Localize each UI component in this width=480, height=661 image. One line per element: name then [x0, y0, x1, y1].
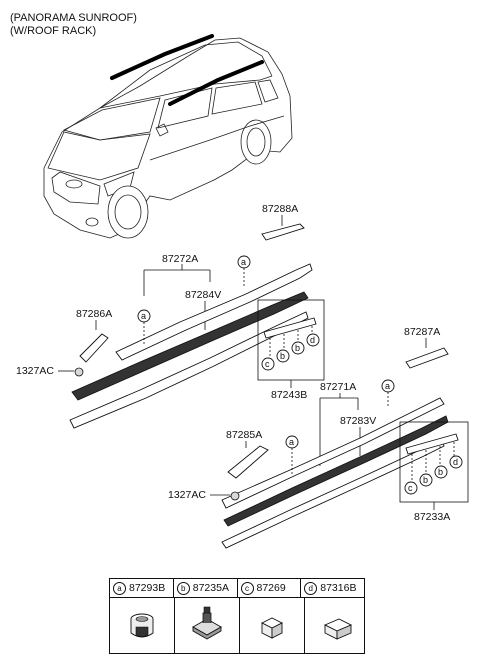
legend-cell-b: b 87235A — [174, 579, 238, 597]
svg-text:b: b — [438, 467, 443, 477]
svg-text:a: a — [289, 437, 294, 447]
clip-icon — [192, 606, 222, 640]
svg-text:a: a — [141, 311, 146, 321]
label-87286A: 87286A — [76, 308, 112, 320]
callout-c-lower — [404, 481, 418, 495]
part-87288A-cover — [261, 223, 305, 241]
label-87287A: 87287A — [404, 326, 440, 338]
legend-letter-b: b — [176, 581, 190, 595]
legend-part-d: 87316B — [320, 582, 357, 594]
callout-b-lower — [419, 473, 433, 487]
roof-rail-upper-87272A — [115, 263, 313, 361]
svg-text:a: a — [385, 381, 390, 391]
pad-block-icon — [323, 618, 353, 640]
label-87288A: 87288A — [262, 203, 298, 215]
grommet-icon — [130, 613, 154, 638]
roof-rail-left-highlight — [110, 34, 214, 80]
svg-text:a: a — [241, 257, 246, 267]
svg-text:d: d — [310, 335, 315, 345]
pad-cube-icon — [260, 617, 284, 639]
svg-text:b: b — [423, 475, 428, 485]
parts-legend-table: a 87293B b 87235A c 87269 d 87316B — [109, 578, 365, 654]
clip-1327AC-bottom — [230, 491, 240, 501]
svg-text:d: d — [453, 457, 458, 467]
label-87284V: 87284V — [185, 289, 221, 301]
legend-icon-row — [110, 597, 364, 654]
legend-part-b: 87235A — [192, 582, 229, 594]
svg-text:b: b — [295, 343, 300, 353]
label-1327AC-bottom: 1327AC — [168, 489, 206, 501]
legend-part-c: 87269 — [256, 582, 286, 594]
legend-letter-a: a — [113, 581, 126, 595]
callout-b2-upper — [291, 341, 305, 355]
part-87286A-cover — [79, 333, 109, 363]
legend-letter-c: c — [240, 581, 254, 595]
legend-letter-d: d — [304, 581, 318, 595]
legend-header-row: a 87293B b 87235A c 87269 d 87316B — [110, 579, 364, 598]
part-87287A-cover — [405, 347, 449, 369]
header-roof-rack: (W/ROOF RACK) — [10, 25, 97, 37]
roof-rail-right-highlight — [168, 60, 264, 106]
legend-icon-cell-a — [110, 597, 175, 654]
roof-rail-lower-87271A — [221, 397, 445, 509]
header-panorama-sunroof: (PANORAMA SUNROOF) — [10, 12, 137, 24]
label-87283V: 87283V — [340, 415, 376, 427]
legend-icon-cell-c — [240, 597, 305, 654]
callout-b-upper — [276, 349, 290, 363]
label-87272A: 87272A — [162, 253, 198, 265]
label-87271A: 87271A — [320, 381, 356, 393]
legend-part-a: 87293B — [129, 582, 166, 594]
car-illustration — [43, 34, 293, 239]
svg-text:c: c — [408, 483, 413, 493]
svg-text:c: c — [265, 359, 270, 369]
legend-icon-cell-b — [175, 597, 240, 654]
label-87233A: 87233A — [414, 511, 450, 523]
legend-cell-c: c 87269 — [238, 579, 302, 597]
part-87285A-cover — [227, 445, 269, 479]
legend-cell-a: a 87293B — [110, 579, 174, 597]
callout-b2-lower — [434, 465, 448, 479]
callout-d-upper — [306, 333, 320, 347]
label-87243B: 87243B — [271, 389, 307, 401]
callout-d-lower — [449, 455, 463, 469]
legend-cell-d: d 87316B — [301, 579, 364, 597]
callout-c-upper — [261, 357, 275, 371]
svg-text:b: b — [280, 351, 285, 361]
label-87285A: 87285A — [226, 429, 262, 441]
label-1327AC-top: 1327AC — [16, 365, 54, 377]
legend-icon-cell-d — [305, 597, 369, 654]
clip-1327AC-top — [74, 367, 84, 377]
roof-molding-upper-87284V — [71, 291, 309, 401]
